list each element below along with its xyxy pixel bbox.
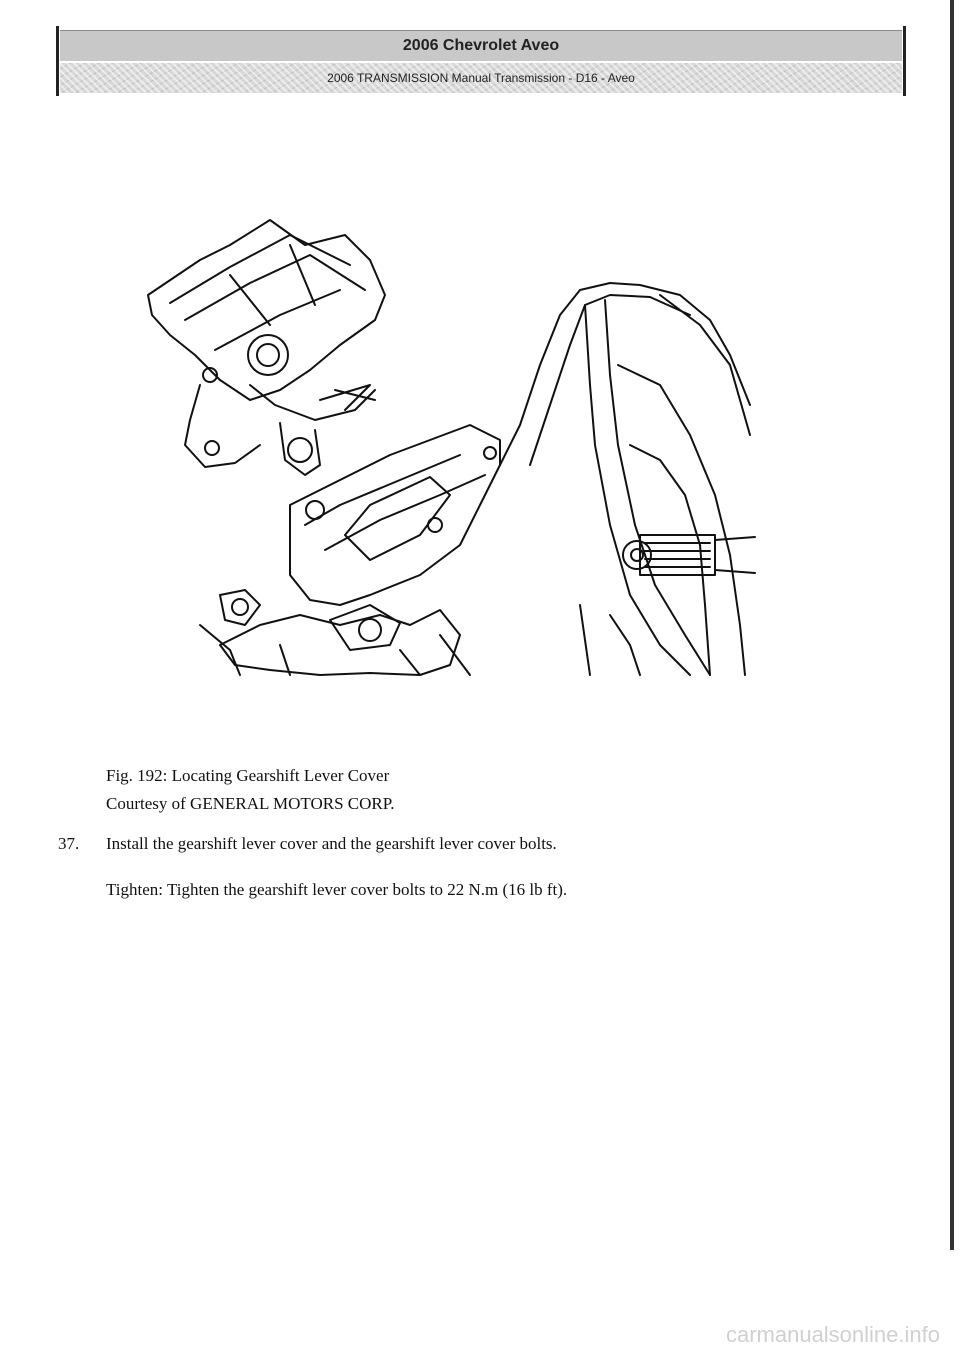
step-text: Install the gearshift lever cover and th… — [106, 834, 557, 853]
header-title: 2006 Chevrolet Aveo — [60, 30, 902, 61]
tighten-spec: Tighten: Tighten the gearshift lever cov… — [106, 880, 568, 899]
site-watermark: carmanualsonline.info — [725, 1322, 940, 1347]
figure-caption: Fig. 192: Locating Gearshift Lever Cover — [106, 766, 390, 785]
page-edge-line — [950, 0, 954, 1250]
step-number: 37. — [58, 834, 80, 853]
right-header-rule — [903, 26, 906, 96]
figure-credit: Courtesy of GENERAL MOTORS CORP. — [106, 794, 395, 813]
header-subtitle: 2006 TRANSMISSION Manual Transmission - … — [60, 63, 902, 93]
figure-caption-block: Fig. 192: Locating Gearshift Lever Cover… — [106, 762, 395, 818]
procedure-step: 37. Install the gearshift lever cover an… — [58, 834, 557, 854]
page-header: 2006 Chevrolet Aveo 2006 TRANSMISSION Ma… — [60, 30, 902, 93]
gearshift-lever-cover-illustration — [140, 205, 760, 680]
left-header-rule — [56, 26, 59, 96]
